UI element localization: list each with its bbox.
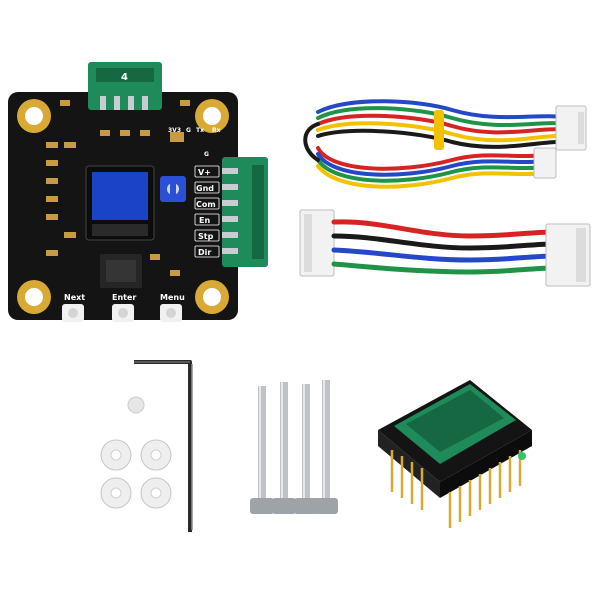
button-label-menu: Menu [160, 293, 185, 302]
washers [100, 396, 172, 509]
top-connector: 4 [88, 62, 162, 110]
pin-label-gnd: Gnd [196, 184, 214, 193]
pin-label-rx: Rx [212, 127, 221, 134]
driver-board: 4 [8, 62, 268, 322]
adapter-board [378, 380, 532, 528]
right-pin-labels: V+ Gnd Com En Stp Dir [194, 165, 220, 258]
driver-chip [100, 254, 142, 288]
screw [314, 380, 338, 514]
right-connector [222, 157, 268, 267]
pin-label-vplus: V+ [198, 168, 211, 177]
five-pin-plug [555, 105, 587, 151]
pin-label-tx: Tx [196, 127, 204, 134]
washer [140, 439, 172, 471]
status-led [518, 452, 526, 460]
screw [272, 382, 296, 514]
five-pin-cable [303, 99, 568, 189]
screw [250, 386, 274, 514]
pin-label-en: En [199, 216, 210, 225]
pin-label-com: Com [196, 200, 216, 209]
screw [294, 384, 318, 514]
button-label-next: Next [64, 293, 85, 302]
washer [100, 477, 132, 509]
screws [250, 380, 338, 514]
potentiometer [160, 176, 186, 202]
pin-label-stp: Stp [198, 232, 214, 241]
pin-label-g2: G [204, 151, 209, 158]
button-label-enter: Enter [112, 293, 136, 302]
oled-display [85, 165, 155, 241]
smd-components [46, 100, 190, 276]
washer [140, 477, 172, 509]
board-buttons: Next Enter Menu [62, 293, 185, 322]
four-pin-cable [299, 209, 591, 287]
five-pin-cable-tie [434, 110, 444, 150]
five-pin-plug-2 [533, 147, 557, 179]
connector-mark: 4 [121, 72, 128, 83]
washer [100, 439, 132, 471]
pin-label-g: G [186, 127, 191, 134]
mounting-holes [17, 99, 229, 314]
allen-key [134, 360, 193, 532]
pin-label-dir: Dir [198, 248, 211, 257]
pin-label-3v3: 3V3 [168, 127, 181, 134]
